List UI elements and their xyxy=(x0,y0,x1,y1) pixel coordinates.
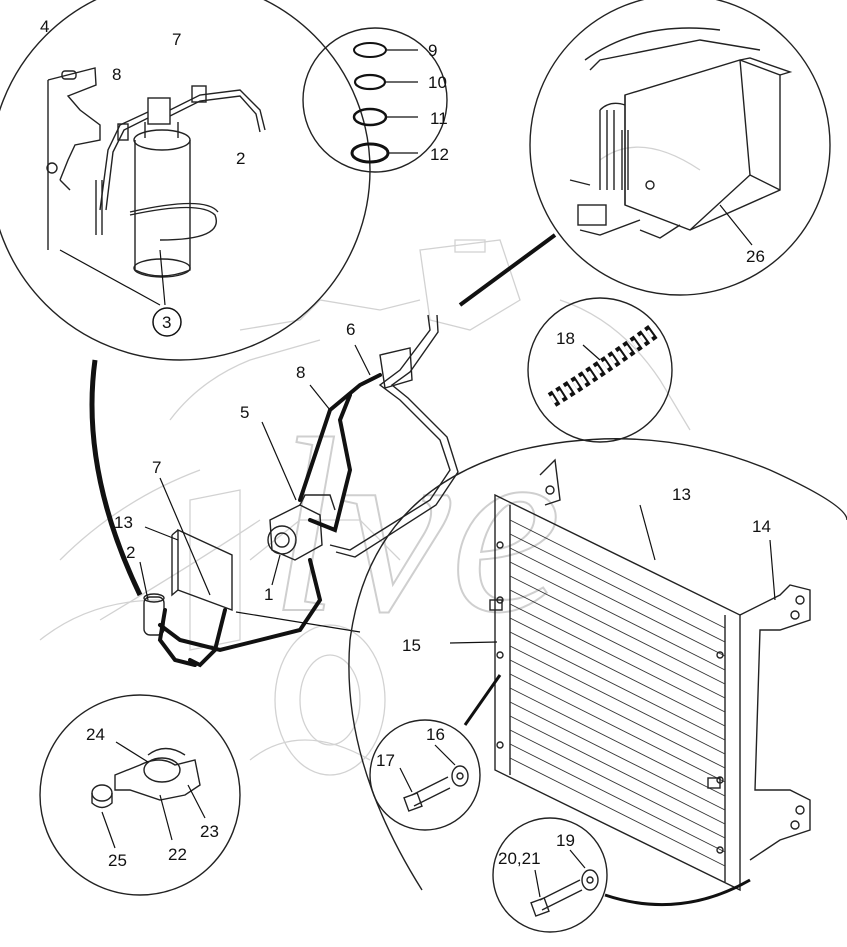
callout-3-ring xyxy=(152,307,182,337)
callout-16: 16 xyxy=(426,725,445,744)
detail-circle-receiver-drier xyxy=(0,0,371,361)
callout-3: 3 xyxy=(162,313,171,332)
callout-14: 14 xyxy=(752,517,771,536)
condenser-fins xyxy=(509,519,726,867)
callout-11: 11 xyxy=(430,109,448,128)
o-ring-10 xyxy=(353,73,387,91)
o-ring-12 xyxy=(350,142,390,164)
detail-circle-evaporator xyxy=(529,0,831,296)
evaporator-pointer xyxy=(458,233,557,307)
detail-circle-o-rings xyxy=(302,27,448,173)
callout-20-21: 20,21 xyxy=(498,849,541,868)
detail-circle-bolt-19-21 xyxy=(492,817,751,933)
callout-8: 8 xyxy=(296,363,305,382)
callout-12: 12 xyxy=(430,145,449,164)
callout-25: 25 xyxy=(108,851,127,870)
callout-13-condenser: 13 xyxy=(672,485,691,504)
callout-8-detail: 8 xyxy=(112,65,121,84)
callout-10: 10 xyxy=(428,73,447,92)
callout-19: 19 xyxy=(556,831,575,850)
detail-circle-bolt-16-17 xyxy=(369,674,502,831)
o-ring-9 xyxy=(353,42,387,58)
callout-15: 15 xyxy=(402,636,421,655)
drier-pointer xyxy=(89,359,143,597)
callout-23: 23 xyxy=(200,822,219,841)
callout-1: 1 xyxy=(264,585,273,604)
tractor-background-outline xyxy=(39,146,701,776)
callout-13: 13 xyxy=(114,513,133,532)
callout-18: 18 xyxy=(556,329,575,348)
callout-26: 26 xyxy=(746,247,765,266)
callout-9: 9 xyxy=(428,41,437,60)
callout-24: 24 xyxy=(86,725,105,744)
o-ring-11 xyxy=(352,107,388,127)
callout-7: 7 xyxy=(152,458,161,477)
detail-circle-hose-sleeve xyxy=(527,297,673,443)
callout-4: 4 xyxy=(40,17,49,36)
callout-7-detail: 7 xyxy=(172,30,181,49)
callout-17: 17 xyxy=(376,751,395,770)
main-assembly xyxy=(139,314,459,668)
callout-6: 6 xyxy=(346,320,355,339)
detail-circle-condenser xyxy=(348,438,847,892)
callout-labels: 4 7 8 2 3 9 10 11 12 26 18 6 8 5 7 13 2 … xyxy=(40,17,771,870)
detail-circle-clamp xyxy=(39,694,241,896)
callout-22: 22 xyxy=(168,845,187,864)
callout-2: 2 xyxy=(126,543,135,562)
background-text: lve xyxy=(270,388,561,665)
callout-2-detail: 2 xyxy=(236,149,245,168)
callout-5: 5 xyxy=(240,403,249,422)
